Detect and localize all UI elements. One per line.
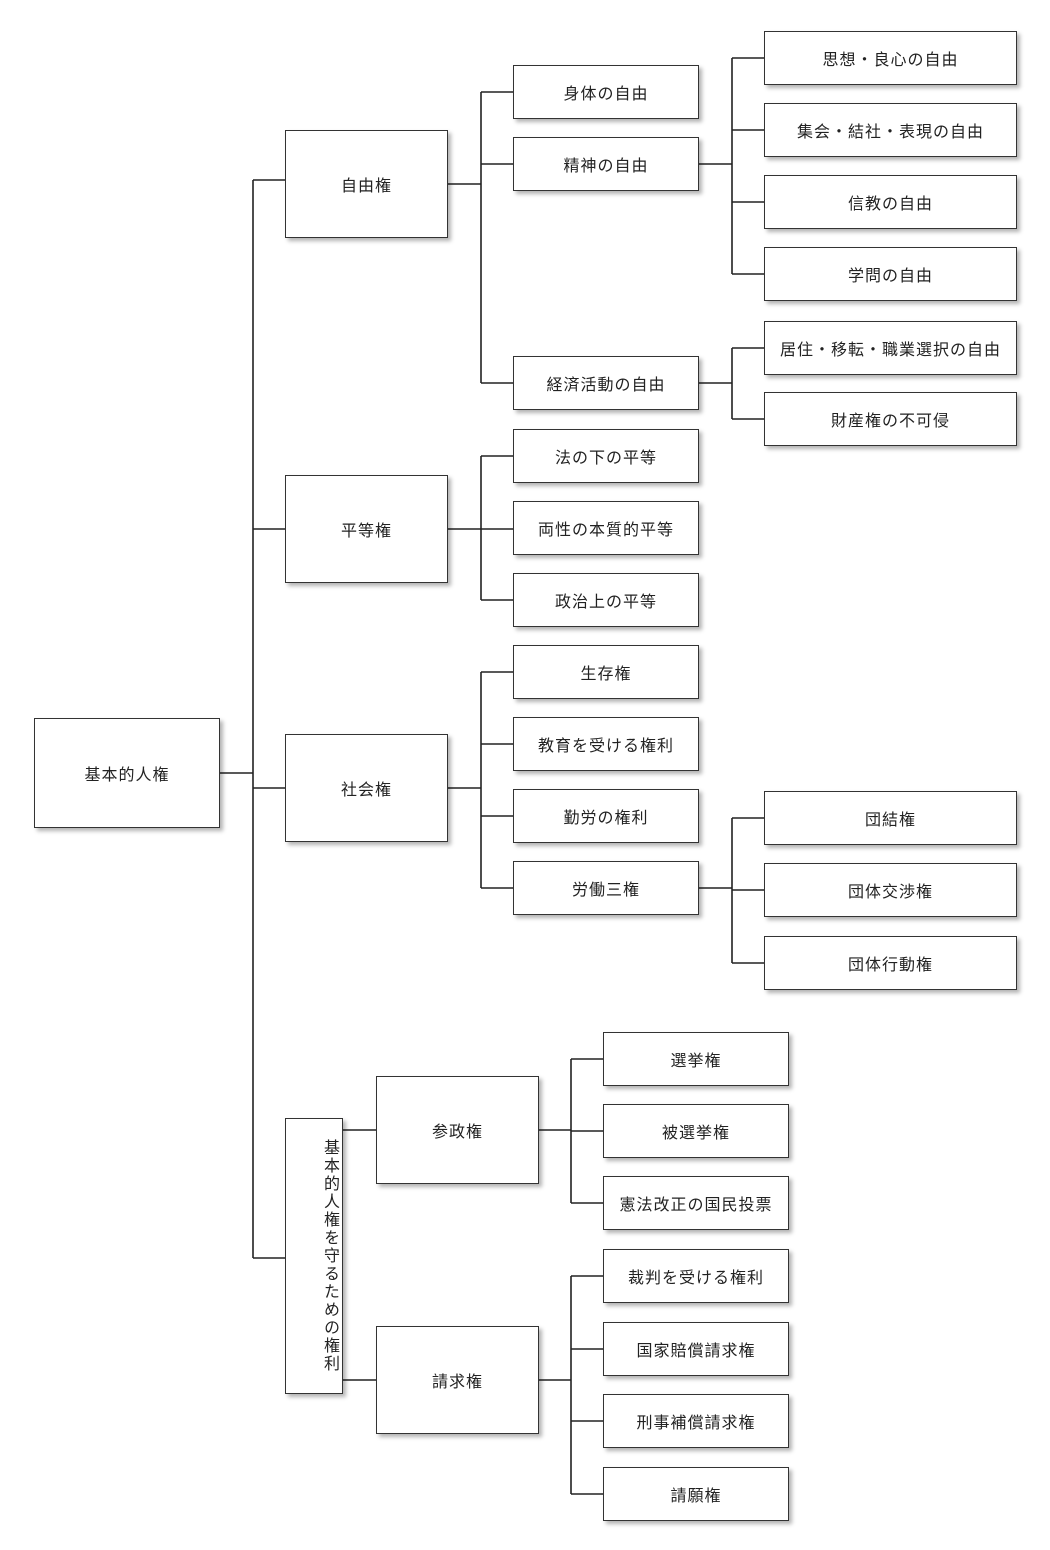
node-economic-freedom: 経済活動の自由	[513, 356, 699, 410]
node-petition: 請求権	[376, 1326, 539, 1434]
node-equality-item-2: 両性の本質的平等	[513, 501, 699, 555]
node-social: 社会権	[285, 734, 448, 842]
node-social-item-3: 勤労の権利	[513, 789, 699, 843]
node-economic-item-2: 財産権の不可侵	[764, 392, 1017, 446]
node-physical-freedom: 身体の自由	[513, 65, 699, 119]
node-equality: 平等権	[285, 475, 448, 583]
node-labor-item-2: 団体交渉権	[764, 863, 1017, 917]
node-economic-item-1: 居住・移転・職業選択の自由	[764, 321, 1017, 375]
node-root: 基本的人権	[34, 718, 220, 828]
node-social-item-2: 教育を受ける権利	[513, 717, 699, 771]
node-participation: 参政権	[376, 1076, 539, 1184]
node-spiritual-item-4: 学問の自由	[764, 247, 1017, 301]
node-labor-rights: 労働三権	[513, 861, 699, 915]
node-participation-item-3: 憲法改正の国民投票	[603, 1176, 789, 1230]
node-freedom: 自由権	[285, 130, 448, 238]
node-petition-item-1: 裁判を受ける権利	[603, 1249, 789, 1303]
node-labor-item-1: 団結権	[764, 791, 1017, 845]
node-protection: 基本的人権を守るための権利	[285, 1118, 343, 1394]
node-spiritual-item-1: 思想・良心の自由	[764, 31, 1017, 85]
node-spiritual-freedom: 精神の自由	[513, 137, 699, 191]
node-spiritual-item-3: 信教の自由	[764, 175, 1017, 229]
node-equality-item-1: 法の下の平等	[513, 429, 699, 483]
node-participation-item-1: 選挙権	[603, 1032, 789, 1086]
node-social-item-1: 生存権	[513, 645, 699, 699]
node-participation-item-2: 被選挙権	[603, 1104, 789, 1158]
node-petition-item-3: 刑事補償請求権	[603, 1394, 789, 1448]
node-petition-item-2: 国家賠償請求権	[603, 1322, 789, 1376]
node-labor-item-3: 団体行動権	[764, 936, 1017, 990]
node-petition-item-4: 請願権	[603, 1467, 789, 1521]
node-spiritual-item-2: 集会・結社・表現の自由	[764, 103, 1017, 157]
node-equality-item-3: 政治上の平等	[513, 573, 699, 627]
